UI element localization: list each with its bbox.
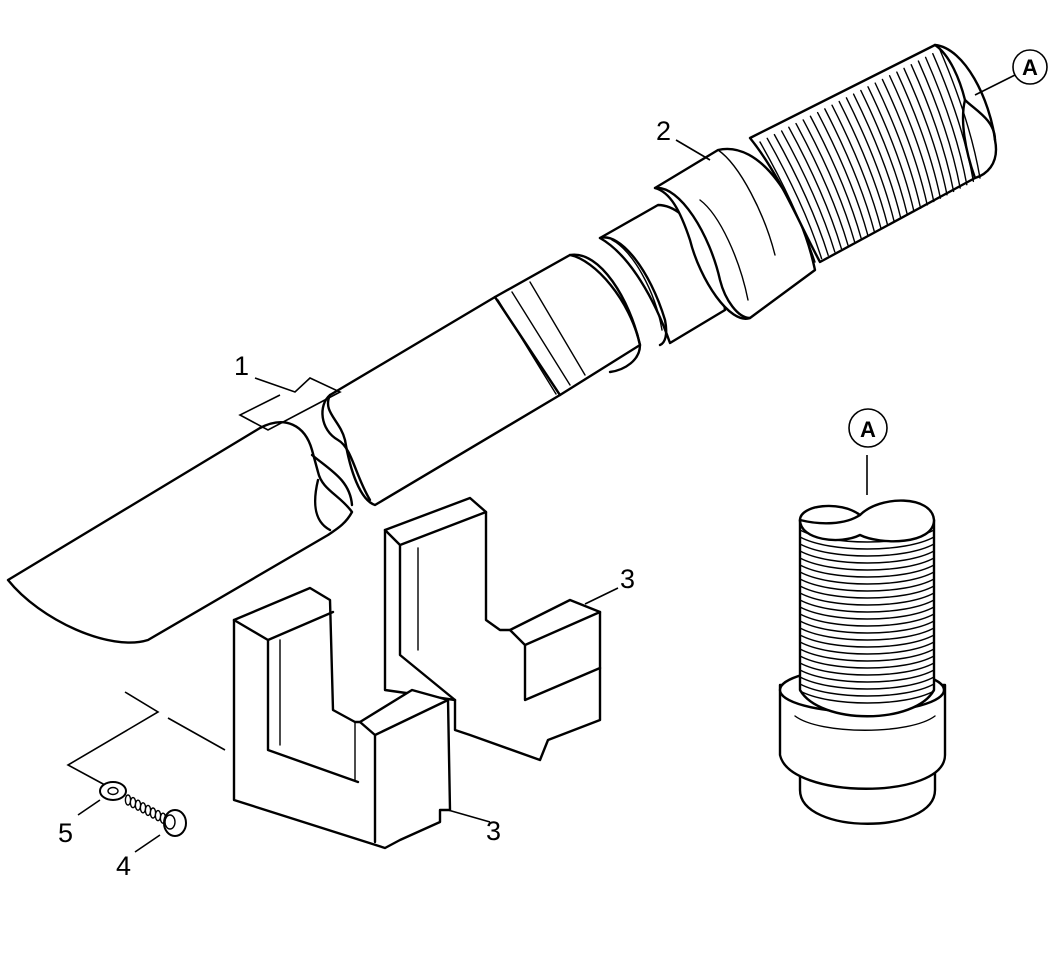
corrugation-ridge [867, 86, 915, 213]
corrugation-ridge [831, 104, 882, 230]
corrugation-ridge [766, 137, 823, 260]
corrugation-ridge [910, 64, 955, 193]
label-holder-front: 3 [486, 816, 501, 846]
detail-corrugation-ridge [799, 592, 935, 606]
label-screw: 4 [116, 851, 131, 881]
detail-corrugation-ridge [799, 655, 935, 669]
callout-a-top-text: A [1022, 55, 1038, 80]
detail-a-hose-end: A [778, 408, 947, 825]
washer-part-5 [99, 781, 127, 801]
corrugation-ridge [881, 78, 928, 206]
detail-corrugation-ridge [799, 627, 935, 641]
corrugation-ridge [773, 133, 829, 256]
detail-corrugation-ridge [799, 683, 935, 697]
holder-rear-part-3 [383, 496, 602, 762]
detail-corrugation-ridge [799, 599, 935, 613]
corrugation-ridge [903, 67, 948, 196]
corrugation-ridge [845, 97, 895, 223]
detail-corrugation-ridge [799, 669, 935, 683]
detail-corrugation-ridge [799, 536, 935, 550]
detail-corrugation-ridges [799, 529, 935, 704]
corrugation-ridge [860, 89, 909, 216]
detail-corrugation-ridge [799, 613, 935, 627]
corrugation-ridge [802, 119, 856, 243]
corrugation-ridges [759, 49, 981, 263]
detail-corrugation-ridge [799, 585, 935, 599]
detail-corrugation-ridge [799, 648, 935, 662]
screw-part-4 [124, 794, 187, 837]
label-hose-segment: 1 [234, 351, 249, 381]
corrugation-ridge [924, 56, 968, 186]
corrugation-ridge [788, 126, 843, 250]
detail-corrugation-ridge [799, 606, 935, 620]
corrugation-ridge [896, 71, 942, 199]
detail-corrugation-ridge [799, 641, 935, 655]
smooth-tube [321, 295, 562, 507]
hose-assembly: A 2 1 [6, 43, 1048, 644]
screw-thread [124, 794, 167, 824]
detail-corrugation-ridge [799, 690, 935, 704]
corrugation-ridge [795, 122, 849, 246]
detail-corrugation-ridge [799, 620, 935, 634]
label-washer: 5 [58, 818, 73, 848]
corrugation-ridge [816, 111, 869, 236]
corrugation-ridge [824, 108, 876, 233]
corrugation-ridge [759, 141, 816, 263]
tube-sleeve [493, 253, 642, 397]
corrugation-ridge [888, 75, 935, 203]
detail-corrugation-ridge [799, 578, 935, 592]
detail-corrugation-ridge [799, 571, 935, 585]
detail-corrugation-ridge [799, 676, 935, 690]
corrugation-ridge [838, 100, 889, 226]
detail-corrugation-ridge [799, 543, 935, 557]
callout-a-detail-text: A [860, 417, 876, 442]
corrugated-hose [748, 43, 998, 264]
detail-corrugation-ridge [799, 550, 935, 564]
corrugation-ridge [939, 49, 981, 179]
corrugation-ridge [917, 60, 961, 189]
corrugation-ridge [809, 115, 862, 240]
holder-front-part-3 [232, 586, 452, 850]
detail-corrugation-ridge [799, 662, 935, 676]
detail-corrugation-ridge [799, 564, 935, 578]
corrugation-ridge [874, 82, 922, 209]
hose-segment-part-1 [6, 421, 354, 644]
hose-coupling-part-2 [653, 147, 817, 320]
detail-corrugation-ridge [799, 557, 935, 571]
corrugation-ridge [852, 93, 902, 220]
label-holder-rear: 3 [620, 564, 635, 594]
corrugation-ridge [780, 130, 836, 253]
detail-corrugation-ridge [799, 634, 935, 648]
label-hose-coupling: 2 [656, 116, 671, 146]
callout-a-top: A [974, 49, 1048, 96]
